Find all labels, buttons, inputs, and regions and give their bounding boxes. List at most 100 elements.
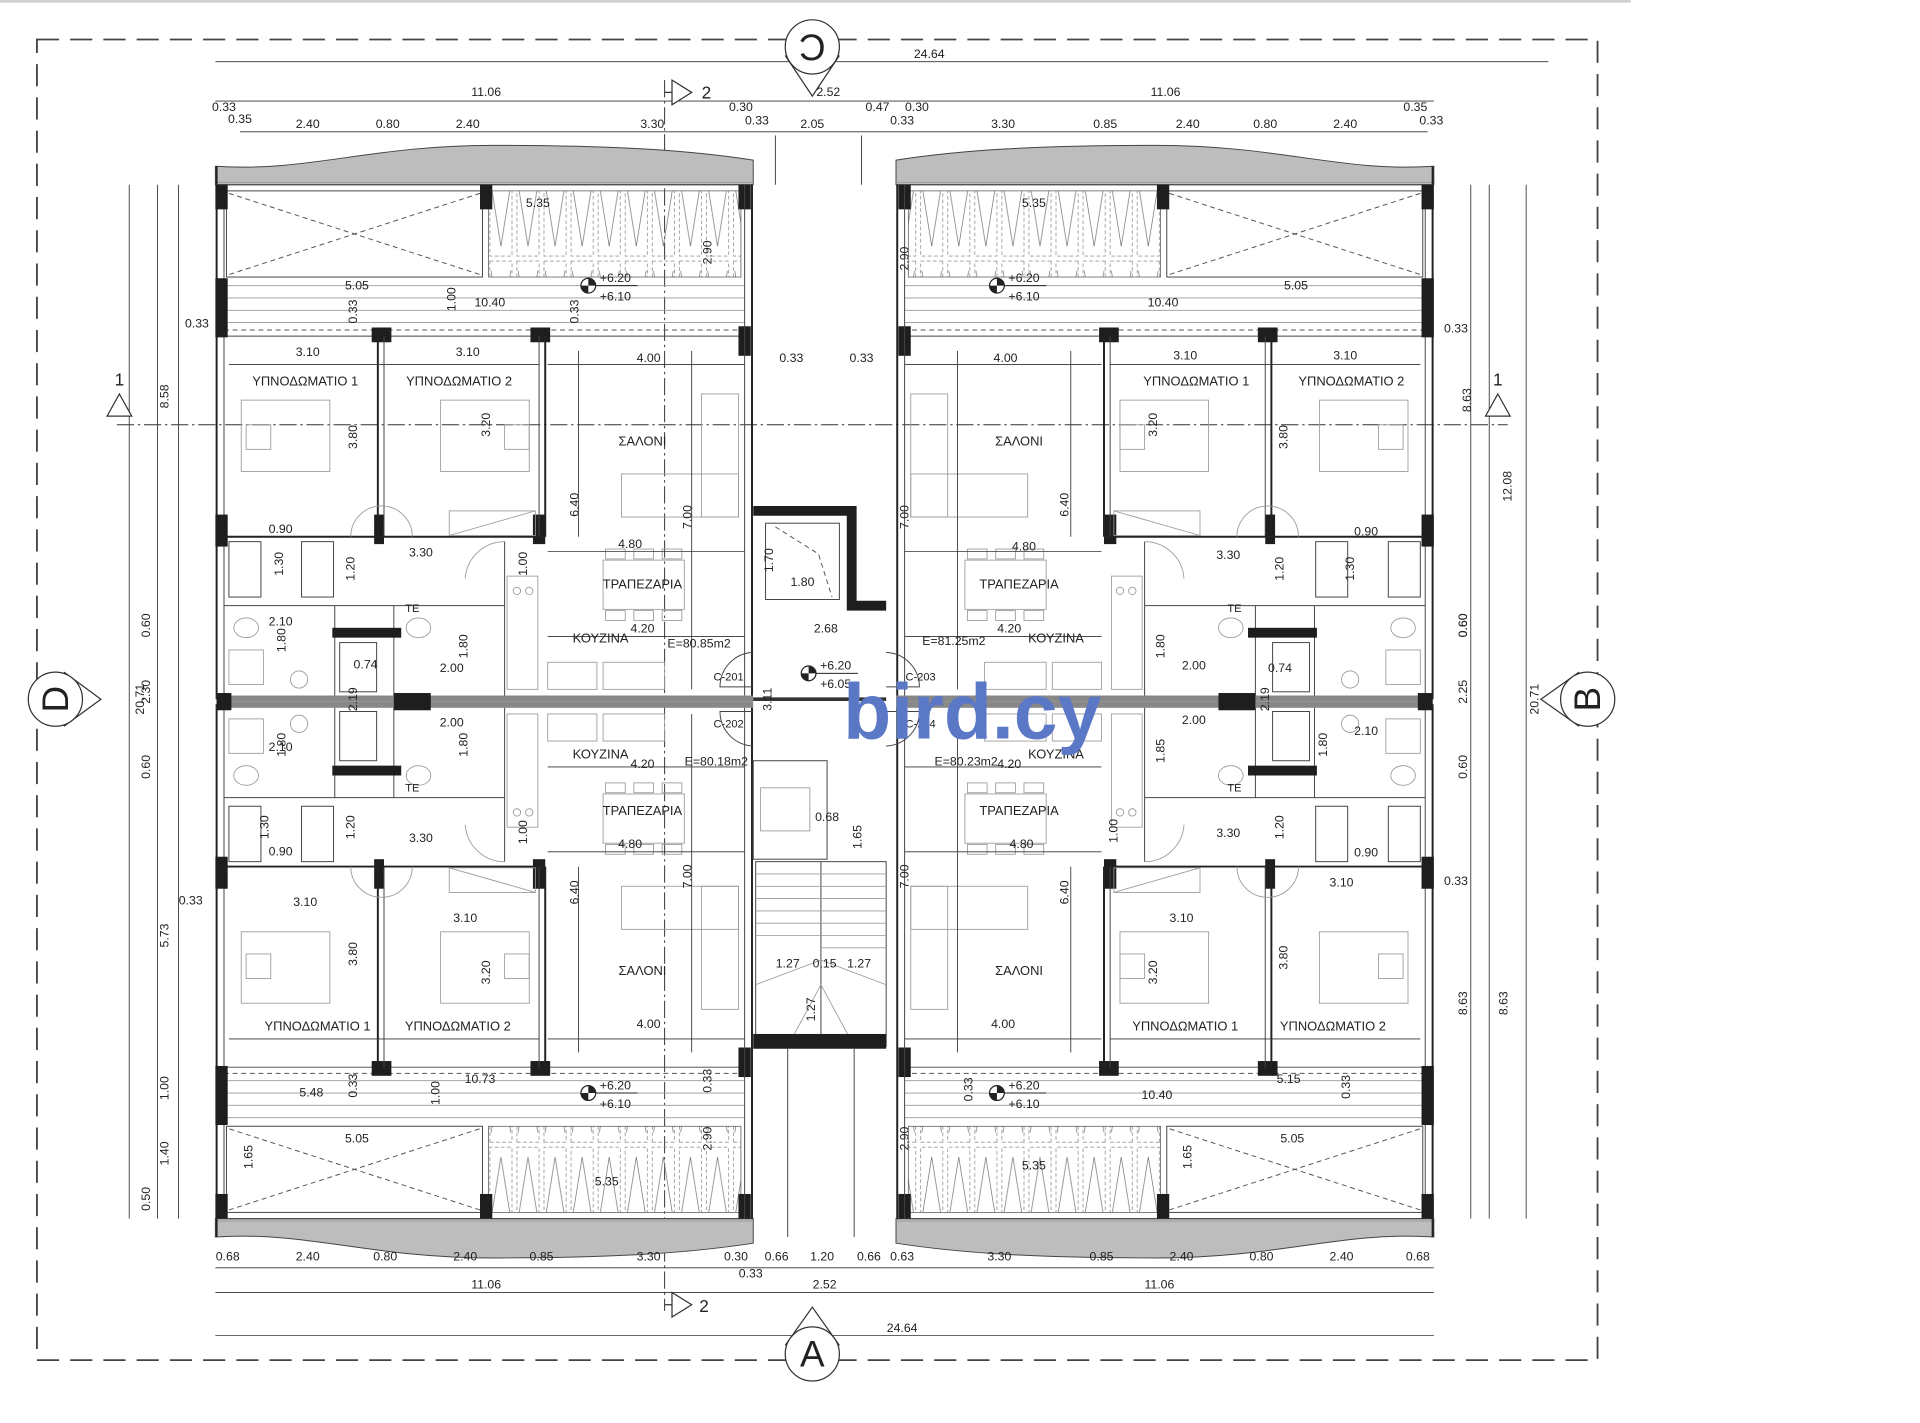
section-marker-1-left: 1 — [106, 369, 133, 417]
dimension-label: 1.65 — [1180, 1145, 1194, 1169]
dimension-label: 2.00 — [440, 715, 464, 729]
dimension-label: 11.06 — [1144, 1278, 1174, 1292]
dimension-label: 3.30 — [1216, 548, 1240, 562]
level-bottom: +6.10 — [1008, 289, 1039, 303]
room-labels: ΥΠΝΟΔΩΜΑΤΙΟ 1 ΥΠΝΟΔΩΜΑΤΙΟ 2 ΣΑΛΟΝΙ ΤΡΑΠΕ… — [252, 373, 1404, 1033]
dimension-label: 2.40 — [1333, 117, 1357, 131]
level-top: +6.20 — [1008, 1078, 1039, 1092]
dimension-label: 8.63 — [1460, 388, 1474, 412]
dimension-label: 5.35 — [1022, 196, 1046, 210]
dimension-label: 1.00 — [428, 1081, 442, 1105]
level-marker: +6.20+6.10 — [580, 271, 638, 303]
dimension-label: 1.20 — [1273, 557, 1287, 581]
svg-text:2: 2 — [702, 83, 712, 103]
dimension-label: 3.30 — [1216, 826, 1240, 840]
dimension-label: 0.33 — [185, 316, 209, 330]
dimension-label: 1.00 — [1107, 819, 1121, 843]
axis-marker-a: A — [784, 1306, 841, 1382]
dimension-label: 3.30 — [409, 831, 433, 845]
level-bottom: +6.05 — [820, 677, 851, 691]
dimension-label: 1.27 — [804, 997, 818, 1021]
dimension-label: 0.66 — [765, 1249, 789, 1263]
dimension-label: 5.48 — [299, 1086, 323, 1100]
level-bottom: +6.10 — [1008, 1097, 1039, 1111]
dimension-label: 10.73 — [465, 1072, 496, 1086]
dimension-label: 2.90 — [700, 240, 714, 264]
level-marker: +6.20+6.05 — [800, 659, 858, 691]
dimension-label: 6.40 — [567, 493, 581, 517]
svg-text:1: 1 — [1493, 369, 1503, 389]
dimension-label: 0.90 — [1354, 525, 1378, 539]
dimension-label: 0.85 — [1090, 1249, 1114, 1263]
dimension-label: 0.47 — [866, 100, 890, 114]
dimension-label: 1.80 — [1316, 733, 1330, 757]
door-label: C-203 — [906, 672, 936, 684]
dimension-label: 1.27 — [776, 956, 800, 970]
dimension-label: 7.00 — [681, 505, 695, 529]
dimension-label: 5.05 — [345, 278, 369, 292]
area-label: E=80.85m2 — [667, 637, 730, 651]
dimension-label: 20.71 — [133, 684, 147, 715]
dimension-label: 3.80 — [346, 942, 360, 966]
scan-edge — [0, 0, 1631, 3]
dimension-label: 0.33 — [779, 351, 803, 365]
dimension-label: 2.00 — [1182, 659, 1206, 673]
dimension-label: 12.08 — [1500, 471, 1514, 502]
dimension-label: 0.90 — [269, 522, 293, 536]
dimension-label: 3.30 — [640, 117, 664, 131]
dimension-label: 0.60 — [139, 613, 153, 637]
room-label-bedroom2: ΥΠΝΟΔΩΜΑΤΙΟ 2 — [1280, 1018, 1386, 1033]
dimension-label: 2.19 — [1258, 687, 1272, 711]
dimension-label: 0.68 — [815, 810, 839, 824]
dimension-label: 1.30 — [272, 552, 286, 576]
dimension-label: 2.10 — [1354, 724, 1378, 738]
dimension-label: 2.10 — [269, 614, 293, 628]
door-label: C-201 — [714, 672, 744, 684]
room-label-kitchen: ΚΟΥΖΙΝΑ — [573, 631, 629, 646]
room-label-bedroom2: ΥΠΝΟΔΩΜΑΤΙΟ 2 — [1298, 373, 1404, 388]
dimension-label: 10.40 — [1142, 1088, 1173, 1102]
dimension-label: 0.80 — [373, 1249, 397, 1263]
dimension-label: 3.30 — [409, 545, 433, 559]
dimension-label: 0.60 — [139, 755, 153, 779]
dimension-label: 5.05 — [1280, 1131, 1304, 1145]
axis-marker-c: C — [784, 19, 841, 98]
dimension-label: 8.63 — [1456, 991, 1470, 1015]
level-marker: +6.20+6.10 — [580, 1078, 638, 1111]
dimension-label: 0.33 — [850, 351, 874, 365]
dimension-label: 7.00 — [897, 505, 911, 529]
room-label-bedroom2: ΥΠΝΟΔΩΜΑΤΙΟ 2 — [405, 1018, 511, 1033]
dimension-label: 5.05 — [345, 1131, 369, 1145]
dimension-label: 0.60 — [1456, 755, 1470, 779]
dimension-label: 3.10 — [456, 345, 480, 359]
apartment-bottom-right — [895, 698, 1435, 1259]
dimension-label: 5.35 — [526, 196, 550, 210]
dimension-label: 1.80 — [457, 733, 471, 757]
svg-text:C: C — [799, 26, 826, 67]
dimension-label: 2.68 — [814, 622, 838, 636]
svg-text:B: B — [1567, 687, 1608, 712]
dimension-label: 2.52 — [813, 1278, 837, 1292]
dimension-label: 2.90 — [897, 1126, 911, 1150]
dimension-label: 0.33 — [212, 100, 236, 114]
dimension-label: 0.66 — [857, 1249, 881, 1263]
dimension-label: 4.00 — [637, 1017, 661, 1031]
room-label-bedroom1: ΥΠΝΟΔΩΜΑΤΙΟ 1 — [1143, 373, 1249, 388]
room-label-kitchen: ΚΟΥΖΙΝΑ — [1028, 631, 1084, 646]
dimension-label: 3.20 — [479, 413, 493, 437]
dimension-label: 20.71 — [1527, 684, 1541, 715]
room-label-living: ΣΑΛΟΝΙ — [995, 963, 1043, 978]
dimension-label: 2.40 — [453, 1249, 477, 1263]
dimension-label: 2.40 — [456, 117, 480, 131]
dimension-label: 0.33 — [745, 113, 769, 127]
wc-label: ΤΕ — [405, 783, 419, 795]
dimension-label: 4.00 — [994, 351, 1018, 365]
dimension-label: 6.40 — [567, 880, 581, 904]
room-label-bedroom1: ΥΠΝΟΔΩΜΑΤΙΟ 1 — [265, 1018, 371, 1033]
svg-text:2: 2 — [699, 1296, 709, 1316]
section-marker-2-top: 2 — [664, 79, 712, 106]
dimension-label: 0.50 — [139, 1187, 153, 1211]
dimension-label: 0.90 — [1354, 846, 1378, 860]
dimension-label: 2.00 — [440, 661, 464, 675]
dimension-label: 24.64 — [887, 1321, 918, 1335]
